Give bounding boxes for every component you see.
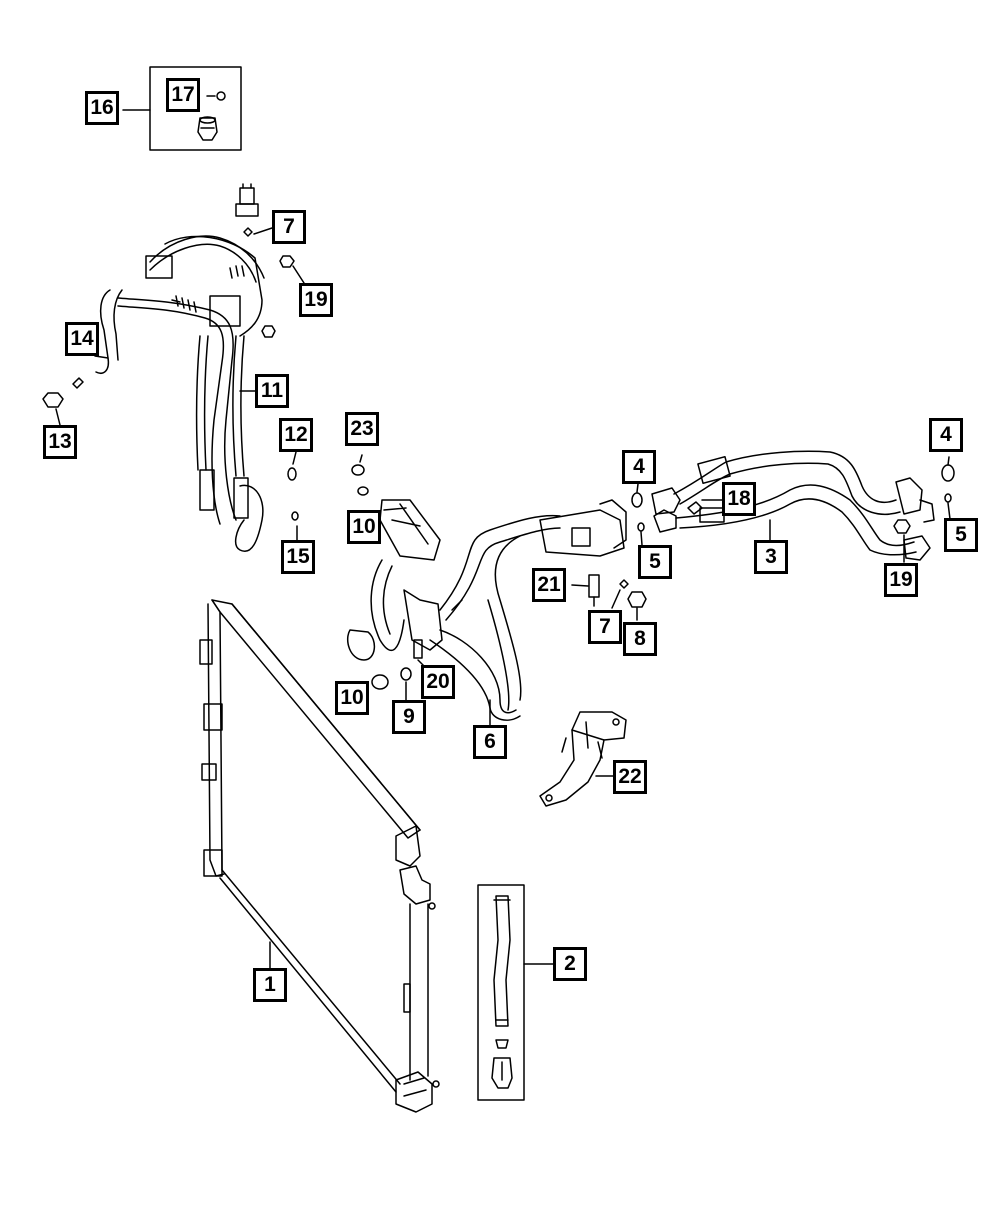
callout-19[interactable]: 19 bbox=[299, 283, 333, 317]
nut-small-part bbox=[261, 325, 276, 338]
leader-23 bbox=[359, 454, 363, 463]
callout-14[interactable]: 14 bbox=[65, 322, 99, 356]
o-ring-10b-part bbox=[371, 674, 389, 690]
o-ring-small-part bbox=[357, 486, 369, 496]
leader-19a bbox=[292, 265, 305, 284]
hose-assembly-11-part bbox=[95, 235, 265, 552]
callout-11[interactable]: 11 bbox=[255, 374, 289, 408]
inset-frame bbox=[149, 66, 242, 151]
callout-17[interactable]: 17 bbox=[166, 78, 200, 112]
o-ring-9-part bbox=[400, 667, 412, 681]
callout-1[interactable]: 1 bbox=[253, 968, 287, 1002]
nut-19b-part bbox=[893, 519, 911, 534]
o-ring-15-part bbox=[291, 511, 299, 521]
valve-core-14-part bbox=[72, 377, 84, 389]
o-ring-5a-part bbox=[637, 522, 645, 532]
valve-core-7a bbox=[243, 227, 253, 237]
callout-7[interactable]: 7 bbox=[588, 610, 622, 644]
callout-5[interactable]: 5 bbox=[638, 545, 672, 579]
o-ring-4b-part bbox=[941, 464, 955, 482]
callout-23[interactable]: 23 bbox=[345, 412, 379, 446]
callout-4[interactable]: 4 bbox=[622, 450, 656, 484]
leader-14 bbox=[94, 355, 109, 359]
valve-core-7b bbox=[619, 579, 629, 589]
leader-7b bbox=[611, 589, 621, 609]
inset-frame-2 bbox=[477, 884, 525, 1101]
cap-8-part bbox=[627, 591, 647, 608]
leader-21 bbox=[571, 584, 589, 587]
callout-7[interactable]: 7 bbox=[272, 210, 306, 244]
callout-22[interactable]: 22 bbox=[613, 760, 647, 794]
callout-13[interactable]: 13 bbox=[43, 425, 77, 459]
leader-4b bbox=[947, 456, 950, 466]
o-ring-4a-part bbox=[631, 492, 643, 508]
o-ring-12-part bbox=[287, 467, 297, 481]
leader-5a bbox=[640, 531, 643, 546]
callout-20[interactable]: 20 bbox=[421, 665, 455, 699]
leader-5b bbox=[947, 502, 951, 520]
sensor-21-part bbox=[588, 574, 600, 607]
callout-5[interactable]: 5 bbox=[944, 518, 978, 552]
o-ring-23-part bbox=[351, 464, 365, 476]
callout-6[interactable]: 6 bbox=[473, 725, 507, 759]
callout-4[interactable]: 4 bbox=[929, 418, 963, 452]
callout-16[interactable]: 16 bbox=[85, 91, 119, 125]
hose-assembly-6-part bbox=[346, 499, 627, 721]
sensor-part-top bbox=[235, 183, 259, 217]
hose-assembly-3-part bbox=[651, 450, 935, 561]
o-ring-5b-part bbox=[944, 493, 952, 503]
bracket-22-part bbox=[539, 711, 627, 807]
leader-4a bbox=[636, 483, 639, 493]
bolt-20-part bbox=[413, 639, 423, 659]
callout-10[interactable]: 10 bbox=[335, 681, 369, 715]
callout-3[interactable]: 3 bbox=[754, 540, 788, 574]
nut-19a-part bbox=[279, 255, 295, 268]
callout-10[interactable]: 10 bbox=[347, 510, 381, 544]
callout-21[interactable]: 21 bbox=[532, 568, 566, 602]
callout-12[interactable]: 12 bbox=[279, 418, 313, 452]
callout-9[interactable]: 9 bbox=[392, 700, 426, 734]
condenser-1-part bbox=[199, 599, 440, 1113]
leader-7a bbox=[253, 227, 273, 235]
pressure-switch-part bbox=[197, 116, 218, 141]
callout-15[interactable]: 15 bbox=[281, 540, 315, 574]
o-ring-17-part bbox=[216, 91, 226, 101]
callout-18[interactable]: 18 bbox=[722, 482, 756, 516]
desiccant-2-part bbox=[491, 895, 513, 1089]
leader-13 bbox=[55, 408, 61, 426]
cap-13-part bbox=[42, 392, 64, 408]
leader-12 bbox=[292, 451, 297, 465]
callout-8[interactable]: 8 bbox=[623, 622, 657, 656]
callout-19[interactable]: 19 bbox=[884, 563, 918, 597]
callout-2[interactable]: 2 bbox=[553, 947, 587, 981]
